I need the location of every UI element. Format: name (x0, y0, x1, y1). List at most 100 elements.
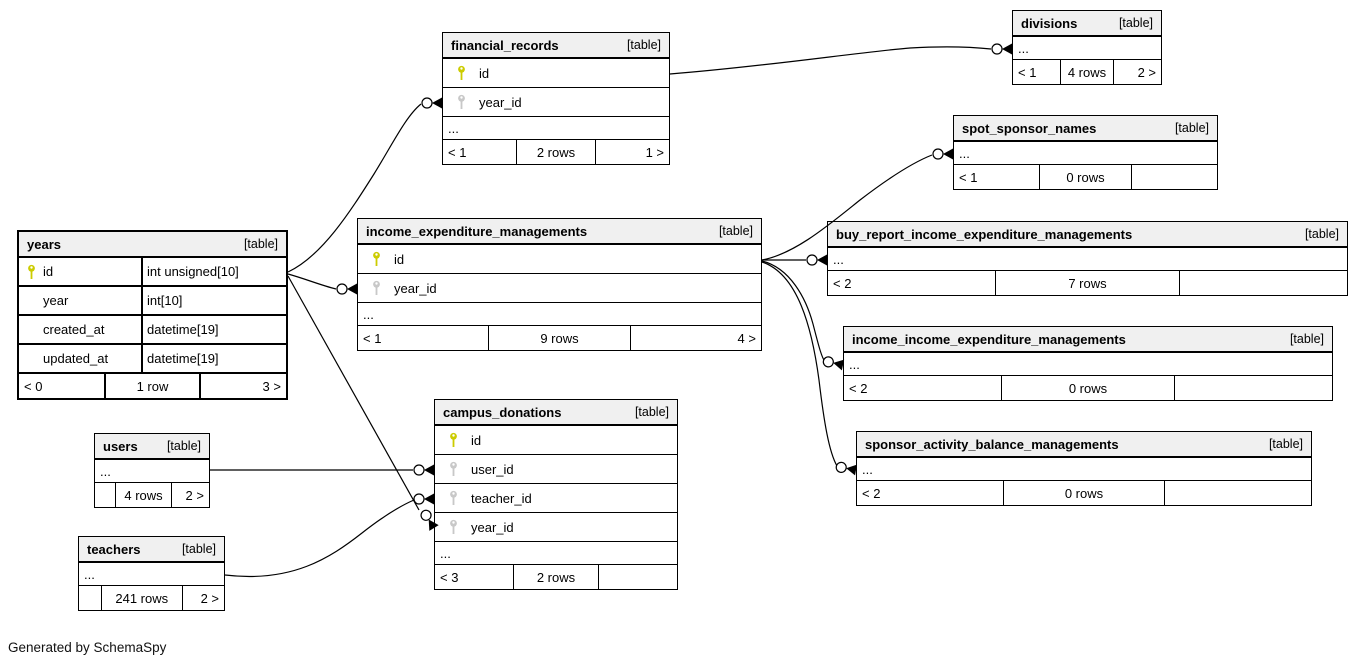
footer-children-count (79, 586, 101, 610)
foreign-key-icon (449, 490, 457, 505)
relationship-line-income_expenditure_managements.id-to-sponsor_activity_balance_managements (761, 261, 838, 467)
table-buy_report_income_expenditure_managements[interactable]: buy_report_income_expenditure_management… (827, 221, 1348, 296)
zero-or-one-circle (835, 461, 847, 473)
fk-endpoint-marker (822, 356, 845, 371)
footer-parents-count: 2 > (1137, 64, 1156, 80)
column-row-year_id: year_id (435, 513, 677, 542)
ellipsis-text: ... (100, 463, 111, 479)
key-slot (19, 264, 43, 280)
column-name: id (479, 65, 490, 81)
primary-key-icon (27, 264, 35, 279)
zero-or-one-circle (421, 97, 433, 109)
relationship-line-income_expenditure_managements.id-to-income_income_expenditure_managements (761, 260, 826, 363)
footer-parents-count: 4 > (737, 330, 756, 346)
table-badge: [table] (718, 224, 753, 238)
table-header: divisions[table] (1013, 11, 1161, 37)
table-badge: [table] (243, 237, 278, 251)
table-header: buy_report_income_expenditure_management… (828, 222, 1347, 248)
table-name: campus_donations (443, 404, 562, 420)
hidden-columns-ellipsis: ... (95, 460, 209, 483)
arrowhead (817, 254, 827, 266)
table-name: users (103, 438, 138, 454)
table-badge: [table] (626, 38, 661, 52)
column-type: datetime[19] (141, 345, 286, 372)
arrowhead (424, 464, 434, 476)
column-name: id (471, 432, 482, 448)
footer-parents-count (1180, 271, 1347, 295)
table-name: income_expenditure_managements (366, 223, 588, 239)
ellipsis-text: ... (833, 251, 844, 267)
arrowhead (432, 97, 442, 109)
key-slot (435, 432, 471, 448)
hidden-columns-ellipsis: ... (443, 117, 669, 140)
column-row-id: id (435, 426, 677, 455)
table-header: campus_donations[table] (435, 400, 677, 426)
table-badge: [table] (1289, 332, 1324, 346)
column-name: updated_at (43, 351, 109, 366)
footer-parents-count (1132, 165, 1217, 189)
footer-row-count: 4 rows (1060, 60, 1114, 84)
arrowhead (424, 493, 434, 505)
footer-children-count: < 1 (1018, 64, 1037, 80)
column-row-id: id (358, 245, 761, 274)
key-slot (435, 490, 471, 506)
footer-children-count: < 3 (440, 569, 459, 585)
zero-or-one-circle (991, 43, 1003, 55)
column-type: int[10] (141, 287, 286, 314)
footer-children-count: < 2 (849, 380, 868, 396)
table-income_income_expenditure_managements[interactable]: income_income_expenditure_managements[ta… (843, 326, 1333, 401)
footer-row-count: 0 rows (1003, 481, 1165, 505)
generator-caption: Generated by SchemaSpy (8, 640, 167, 655)
footer-parents-count (1175, 376, 1332, 400)
footer-parents-count (599, 565, 677, 589)
zero-or-one-circle (420, 509, 432, 521)
footer-row-count: 0 rows (1038, 165, 1133, 189)
column-type: int unsigned[10] (141, 258, 286, 285)
ellipsis-text: ... (862, 461, 873, 477)
fk-endpoint-marker (336, 283, 357, 295)
fk-endpoint-marker (413, 464, 434, 476)
zero-or-one-circle (413, 464, 425, 476)
footer-parents-count: 2 > (185, 487, 204, 503)
fk-endpoint-marker (806, 254, 827, 266)
column-name: teacher_id (471, 490, 532, 506)
footer-row-count: 1 row (104, 374, 201, 398)
footer-children-count: < 1 (959, 169, 978, 185)
fk-endpoint-marker (932, 148, 953, 160)
ellipsis-text: ... (448, 120, 459, 136)
table-name: financial_records (451, 37, 559, 53)
key-slot (358, 251, 394, 267)
footer-parents-count: 1 > (645, 144, 664, 160)
table-footer: < 1 0 rows (954, 165, 1217, 189)
footer-children-count (95, 483, 115, 507)
zero-or-one-circle (932, 148, 944, 160)
arrowhead (943, 148, 953, 160)
column-row-year_id: year_id (358, 274, 761, 303)
primary-key-icon (457, 65, 465, 80)
table-name: sponsor_activity_balance_managements (865, 436, 1119, 452)
footer-parents-count (1165, 481, 1311, 505)
table-header: sponsor_activity_balance_managements[tab… (857, 432, 1311, 458)
table-sponsor_activity_balance_managements[interactable]: sponsor_activity_balance_managements[tab… (856, 431, 1312, 506)
column-row-teacher_id: teacher_id (435, 484, 677, 513)
footer-row-count: 9 rows (487, 326, 632, 350)
key-slot (443, 65, 479, 81)
table-header: users[table] (95, 434, 209, 460)
hidden-columns-ellipsis: ... (828, 248, 1347, 271)
footer-children-count: < 2 (862, 485, 881, 501)
footer-row-count: 241 rows (100, 586, 183, 610)
